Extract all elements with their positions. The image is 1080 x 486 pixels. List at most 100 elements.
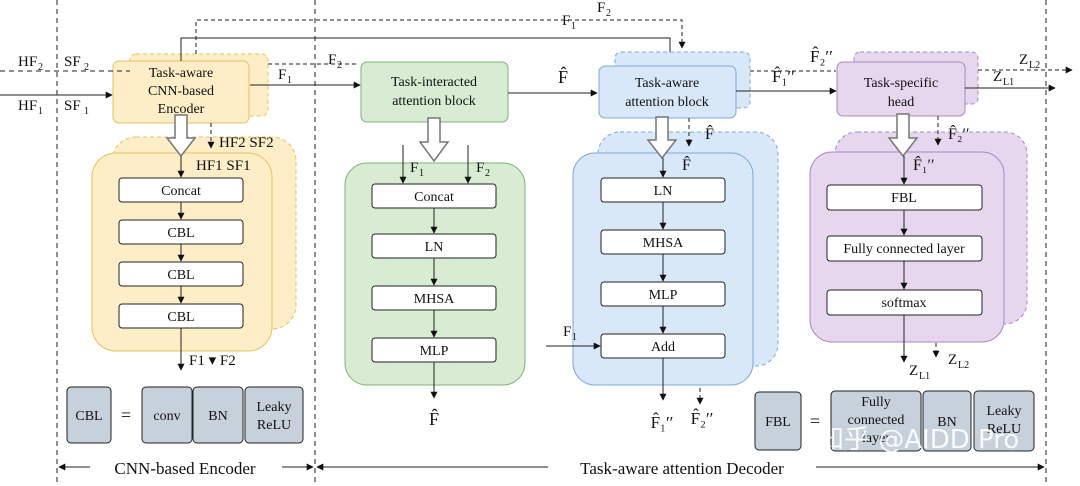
svg-text:F̂: F̂ — [682, 155, 691, 174]
head-group: Task-specific head F̂₂′′ F̂₁′′ FBL Fully… — [809, 51, 1028, 382]
encoder-title-2: CNN-based — [148, 84, 214, 99]
svg-text:2: 2 — [38, 62, 43, 73]
svg-text:1: 1 — [419, 168, 424, 179]
head-softmax-label: softmax — [881, 296, 926, 311]
svg-text:1: 1 — [84, 106, 89, 117]
aware-ln-label: LN — [654, 184, 673, 199]
svg-text:2: 2 — [84, 62, 89, 73]
svg-text:F: F — [562, 13, 570, 29]
svg-text:L2: L2 — [958, 360, 969, 371]
svg-text:F: F — [597, 0, 605, 16]
svg-text:L1: L1 — [1003, 77, 1014, 88]
encoder-title-3: Encoder — [158, 102, 205, 117]
input-hf2: HF — [18, 54, 37, 70]
aware-output-1: F̂₁′′ — [651, 413, 674, 432]
head-fbl-label: FBL — [891, 191, 917, 206]
svg-text:layer: layer — [862, 431, 890, 446]
input-sf2: SF — [64, 54, 81, 70]
svg-text:2: 2 — [606, 8, 611, 19]
svg-text:F̂: F̂ — [705, 124, 714, 143]
encoder-concat-label: Concat — [161, 184, 201, 199]
legend-relu-1: ReLU — [257, 418, 291, 433]
svg-text:2: 2 — [337, 60, 342, 71]
legend-equals-1: = — [121, 405, 131, 425]
svg-text:Z: Z — [948, 352, 957, 368]
cbl-legend: CBL = conv BN Leaky ReLU — [66, 386, 304, 444]
head-fc-label: Fully connected layer — [843, 242, 965, 257]
legend-bn: BN — [208, 409, 227, 424]
svg-text:1: 1 — [571, 21, 576, 32]
svg-text:L2: L2 — [1029, 60, 1040, 71]
svg-text:F: F — [476, 160, 484, 176]
encoder-input-2: HF2 SF2 — [219, 135, 274, 151]
svg-text:ReLU: ReLU — [987, 422, 1021, 437]
svg-text:Z: Z — [1019, 52, 1028, 68]
aware-mhsa-label: MHSA — [643, 236, 684, 251]
aware-title-box — [598, 65, 737, 119]
interacted-concat-label: Concat — [414, 190, 454, 205]
svg-text:Fully: Fully — [861, 395, 891, 410]
f1-bypass-line — [180, 37, 674, 61]
svg-text:F̂₁′′: F̂₁′′ — [772, 67, 795, 86]
encoder-hollow-arrow — [165, 114, 197, 158]
encoder-input-1: HF1 SF1 — [196, 158, 251, 174]
aware-add-label: Add — [651, 340, 675, 355]
f2-bypass-line — [195, 19, 686, 54]
svg-text:L1: L1 — [919, 371, 930, 382]
aware-output-2: F̂₂′′ — [691, 409, 714, 428]
legend-cbl: CBL — [75, 409, 102, 424]
legend-leaky-1: Leaky — [257, 400, 292, 415]
svg-text:F̂₂′′: F̂₂′′ — [810, 47, 833, 66]
svg-text:1: 1 — [572, 332, 577, 343]
svg-text:F: F — [410, 160, 418, 176]
head-title-1: Task-specific — [864, 76, 938, 91]
svg-text:F̂₁′′: F̂₁′′ — [913, 155, 934, 174]
svg-text:F: F — [278, 67, 286, 83]
section-decoder: Task-aware attention Decoder — [580, 459, 784, 478]
section-encoder: CNN-based Encoder — [114, 459, 255, 478]
interacted-mlp-label: MLP — [420, 344, 449, 359]
interacted-ln-label: LN — [425, 240, 444, 255]
svg-text:Z: Z — [993, 69, 1002, 85]
fbl-legend: FBL = Fully connected layer BN Leaky ReL… — [754, 390, 1035, 452]
svg-text:1: 1 — [38, 106, 43, 117]
svg-text:1: 1 — [287, 75, 292, 86]
legend-conv: conv — [153, 409, 180, 424]
interacted-hollow-arrow — [418, 117, 450, 163]
encoder-output-label: F1 ▾ F2 — [189, 353, 236, 369]
aware-title-2: attention block — [625, 95, 709, 110]
interacted-title-box — [360, 61, 509, 123]
legend-fbl: FBL — [765, 415, 791, 430]
svg-text:connected: connected — [848, 413, 905, 428]
svg-text:F: F — [328, 52, 336, 68]
aware-title-1: Task-aware — [635, 76, 699, 91]
svg-text:F̂: F̂ — [558, 67, 568, 87]
encoder-cbl-label-3: CBL — [167, 310, 194, 325]
svg-text:Leaky: Leaky — [987, 404, 1022, 419]
interacted-mhsa-label: MHSA — [414, 292, 455, 307]
aware-mlp-label: MLP — [649, 288, 678, 303]
svg-text:2: 2 — [485, 168, 490, 179]
encoder-title-1: Task-aware — [149, 66, 213, 81]
encoder-cbl-label-1: CBL — [167, 226, 194, 241]
head-title-2: head — [888, 95, 914, 110]
legend-bn-2: BN — [937, 415, 956, 430]
legend-equals-2: = — [810, 411, 820, 431]
interacted-title-2: attention block — [392, 94, 476, 109]
input-hf1: HF — [18, 98, 37, 114]
encoder-cbl-label-2: CBL — [167, 268, 194, 283]
interacted-output: F̂ — [429, 409, 439, 429]
interacted-panel — [344, 162, 526, 386]
input-sf1: SF — [64, 98, 81, 114]
interacted-title-1: Task-interacted — [391, 75, 477, 90]
svg-text:F: F — [563, 324, 571, 340]
svg-text:F̂₂′′: F̂₂′′ — [948, 124, 969, 143]
svg-text:Z: Z — [909, 363, 918, 379]
head-hollow-arrow — [887, 113, 919, 158]
aware-group: Task-aware attention block F̂ F̂ LN MHSA… — [546, 51, 779, 432]
encoder-group: Task-aware CNN-based Encoder Concat CBL … — [91, 53, 297, 371]
watermark-text: 知乎 @AIDD Pro — [818, 425, 1019, 455]
aware-hollow-arrow — [646, 116, 678, 160]
